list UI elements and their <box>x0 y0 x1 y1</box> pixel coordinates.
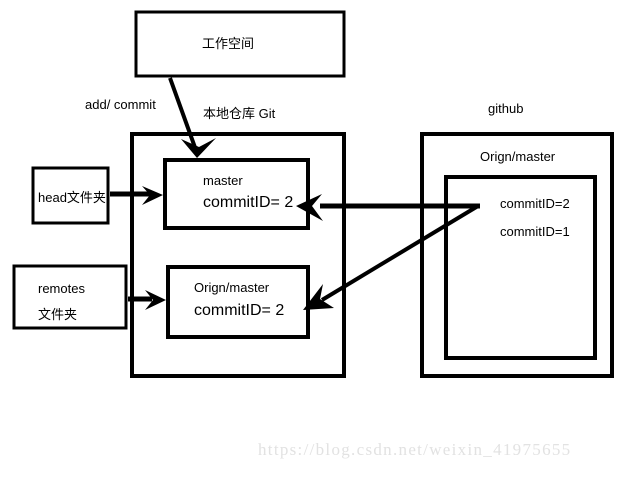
workspace-box <box>134 10 346 78</box>
github-label: github <box>488 101 524 116</box>
local-master-commit: commitID= 2 <box>203 194 294 211</box>
local-origin-master-commit: commitID= 2 <box>194 302 285 319</box>
head-folder-box <box>31 166 110 225</box>
github-commit-top: commitID=2 <box>500 196 570 211</box>
head-folder-label: head文件夹 <box>38 190 106 205</box>
arrow-github-to-local-origin-master <box>303 204 480 310</box>
remotes-folder-box <box>12 264 128 330</box>
arrow-workspace-to-master <box>168 77 216 158</box>
local-repo-label: 本地仓库 Git <box>203 106 276 121</box>
arrow-github-to-master <box>296 194 480 221</box>
arrow-head-to-master <box>110 186 163 205</box>
remotes-folder-label-line1: remotes <box>38 281 85 296</box>
remotes-folder-label-line2: 文件夹 <box>38 307 78 322</box>
github-commit-bottom: commitID=1 <box>500 224 570 239</box>
local-master-box <box>163 158 310 230</box>
local-master-name: master <box>203 173 243 188</box>
local-origin-master-name: Orign/master <box>194 280 270 295</box>
workspace-label: 工作空间 <box>202 36 255 51</box>
github-origin-master-name: Orign/master <box>480 149 556 164</box>
arrow-remotes-to-origin-master <box>128 290 166 310</box>
add-commit-label: add/ commit <box>85 97 156 112</box>
local-origin-master-box <box>166 265 310 339</box>
watermark-text: https://blog.csdn.net/weixin_41975655 <box>258 440 572 459</box>
